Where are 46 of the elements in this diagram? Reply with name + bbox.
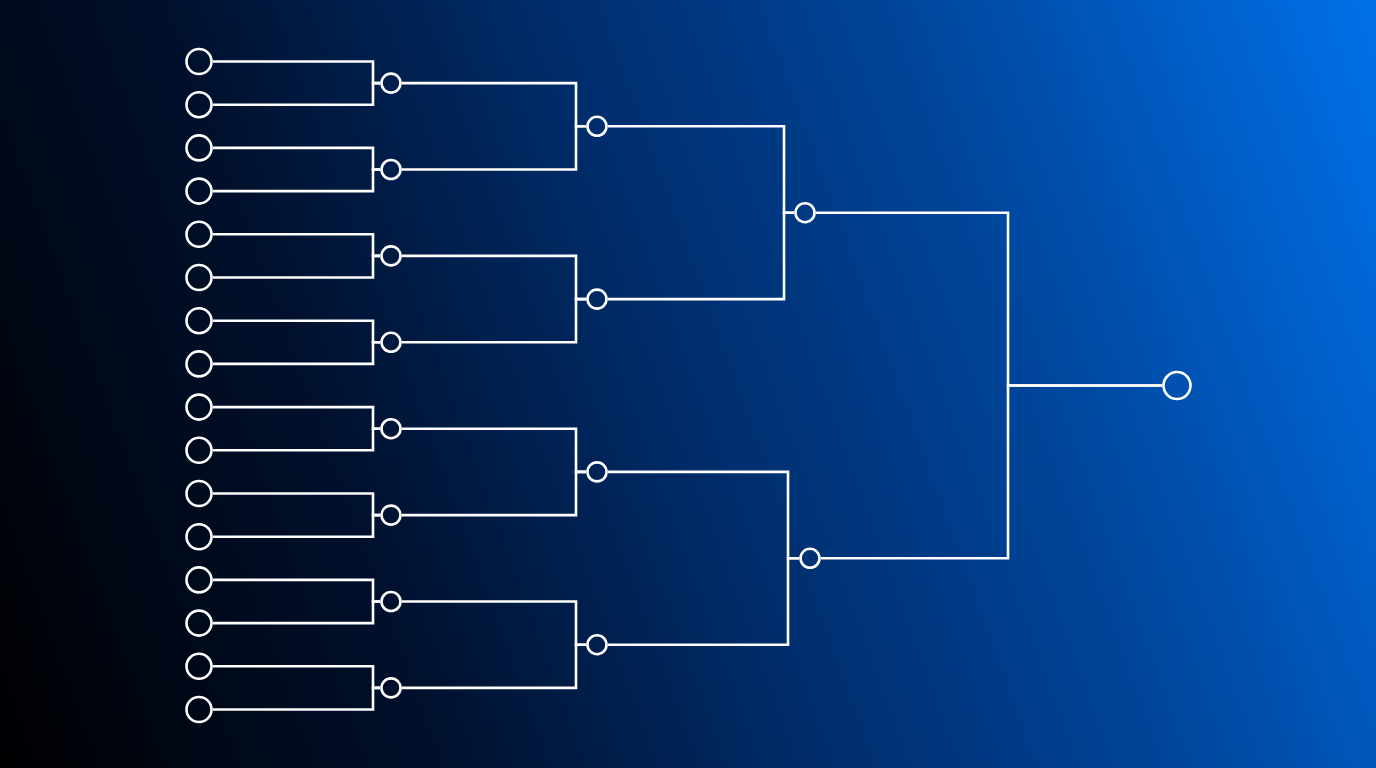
bracket-line xyxy=(212,168,381,193)
slot-circle xyxy=(380,245,402,267)
bracket-line xyxy=(820,384,1163,560)
slot-circle xyxy=(586,633,608,656)
bracket-line xyxy=(212,686,381,711)
slot-circle xyxy=(185,306,213,335)
slot-circle xyxy=(185,350,213,378)
slot-circle xyxy=(185,522,213,551)
bracket-line xyxy=(212,600,381,625)
slot-circle xyxy=(185,90,213,119)
slot-circle xyxy=(185,436,213,465)
slot-circle xyxy=(1162,370,1192,401)
slot-circle xyxy=(185,393,213,421)
slot-circle xyxy=(185,566,213,594)
slot-circle xyxy=(185,220,213,249)
slot-circle xyxy=(185,652,213,681)
slot-circle xyxy=(185,609,213,637)
slot-circle xyxy=(380,417,402,440)
bracket-line xyxy=(607,211,795,301)
slot-circle xyxy=(586,461,608,483)
slot-circle xyxy=(380,590,402,613)
bracket-line xyxy=(212,513,381,538)
bracket-line xyxy=(212,427,381,452)
slot-circle xyxy=(185,263,213,292)
slot-circle xyxy=(799,547,821,570)
slot-circle xyxy=(380,158,402,181)
slot-circle xyxy=(380,331,402,354)
slot-circle xyxy=(586,288,608,310)
bracket-line xyxy=(401,125,587,171)
slot-circle xyxy=(185,177,213,205)
slot-circle xyxy=(380,72,402,94)
bracket-line xyxy=(212,81,381,106)
slot-circle xyxy=(185,47,213,76)
bracket-line xyxy=(607,557,800,646)
bracket-line xyxy=(401,643,587,690)
slot-circle xyxy=(586,115,608,138)
slot-circle xyxy=(380,677,402,699)
slot-circle xyxy=(794,201,816,224)
slot-circle xyxy=(380,504,402,526)
slot-circle xyxy=(185,134,213,162)
bracket-line xyxy=(401,297,587,344)
slot-circle xyxy=(185,479,213,508)
slot-circle xyxy=(185,695,213,724)
bracket-line xyxy=(212,341,381,366)
bracket-line xyxy=(401,470,587,517)
bracket-line xyxy=(212,254,381,279)
